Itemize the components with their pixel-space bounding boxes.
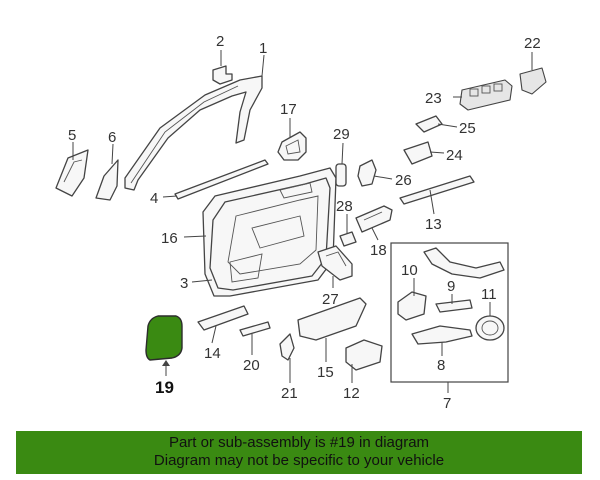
callout-22: 22 — [524, 35, 541, 52]
callout-20: 20 — [243, 357, 260, 374]
callout-6: 6 — [108, 129, 116, 146]
part-4-belt-molding — [174, 159, 269, 200]
callout-28: 28 — [336, 198, 353, 215]
leader-lines — [72, 50, 533, 393]
part-1-a-pillar-trim — [124, 75, 263, 191]
callout-1: 1 — [259, 40, 267, 57]
callout-9: 9 — [447, 278, 455, 295]
callout-7: 7 — [443, 395, 451, 412]
part-15-lower-trim — [297, 297, 367, 341]
callout-18: 18 — [370, 242, 387, 259]
callout-10: 10 — [401, 262, 418, 279]
parts-diagram: 1 2 3 4 5 6 7 8 9 10 11 12 13 14 15 16 1… — [55, 33, 547, 412]
callout-19: 19 — [155, 378, 174, 397]
part-25-cover — [415, 115, 443, 133]
callout-13: 13 — [425, 216, 442, 233]
part-26-clip — [357, 159, 377, 187]
part-6-corner-trim — [95, 159, 119, 201]
part-14-trim — [197, 305, 249, 331]
part-3-door-trim-panel — [209, 177, 331, 291]
banner-line-2: Diagram may not be specific to your vehi… — [153, 452, 445, 469]
part-22-window-switch — [519, 67, 547, 95]
callout-5: 5 — [68, 127, 76, 144]
callout-14: 14 — [204, 345, 221, 362]
callout-17: 17 — [280, 101, 297, 118]
callout-2: 2 — [216, 33, 224, 50]
part-21-bracket — [279, 333, 295, 361]
banner-line-1: Part or sub-assembly is #19 in diagram — [168, 434, 430, 451]
callout-15: 15 — [317, 364, 334, 381]
part-17-handle-bezel — [277, 131, 307, 161]
callout-labels: 1 2 3 4 5 6 7 8 9 10 11 12 13 14 15 16 1… — [68, 33, 541, 412]
part-19-highlighted — [145, 315, 183, 361]
part-18-switch-bezel — [355, 205, 393, 233]
info-banner: Part or sub-assembly is #19 in diagram D… — [16, 431, 582, 474]
callout-4: 4 — [150, 190, 158, 207]
callout-11: 11 — [481, 286, 497, 303]
part-24-cover — [403, 141, 433, 165]
part-28-plug — [339, 231, 357, 247]
part-23-window-switch-panel — [459, 79, 513, 111]
part-5-corner-trim — [55, 149, 89, 197]
callout-3: 3 — [180, 275, 188, 292]
part-7-assembly-box — [390, 242, 509, 383]
callout-16: 16 — [161, 230, 178, 247]
callout-12: 12 — [343, 385, 360, 402]
part-27-pull-handle — [317, 245, 353, 281]
callout-25: 25 — [459, 120, 476, 137]
callout-26: 26 — [395, 172, 412, 189]
callout-27: 27 — [322, 291, 339, 308]
part-2-bracket — [212, 65, 233, 85]
part-13-trim-strip — [399, 175, 475, 205]
callout-24: 24 — [446, 147, 463, 164]
callout-29: 29 — [333, 126, 350, 143]
part-20-strip — [239, 321, 271, 337]
callout-8: 8 — [437, 357, 445, 374]
part-29-switch — [335, 163, 347, 187]
callout-21: 21 — [281, 385, 298, 402]
callout-23: 23 — [425, 90, 442, 107]
part-12-housing — [345, 339, 383, 371]
